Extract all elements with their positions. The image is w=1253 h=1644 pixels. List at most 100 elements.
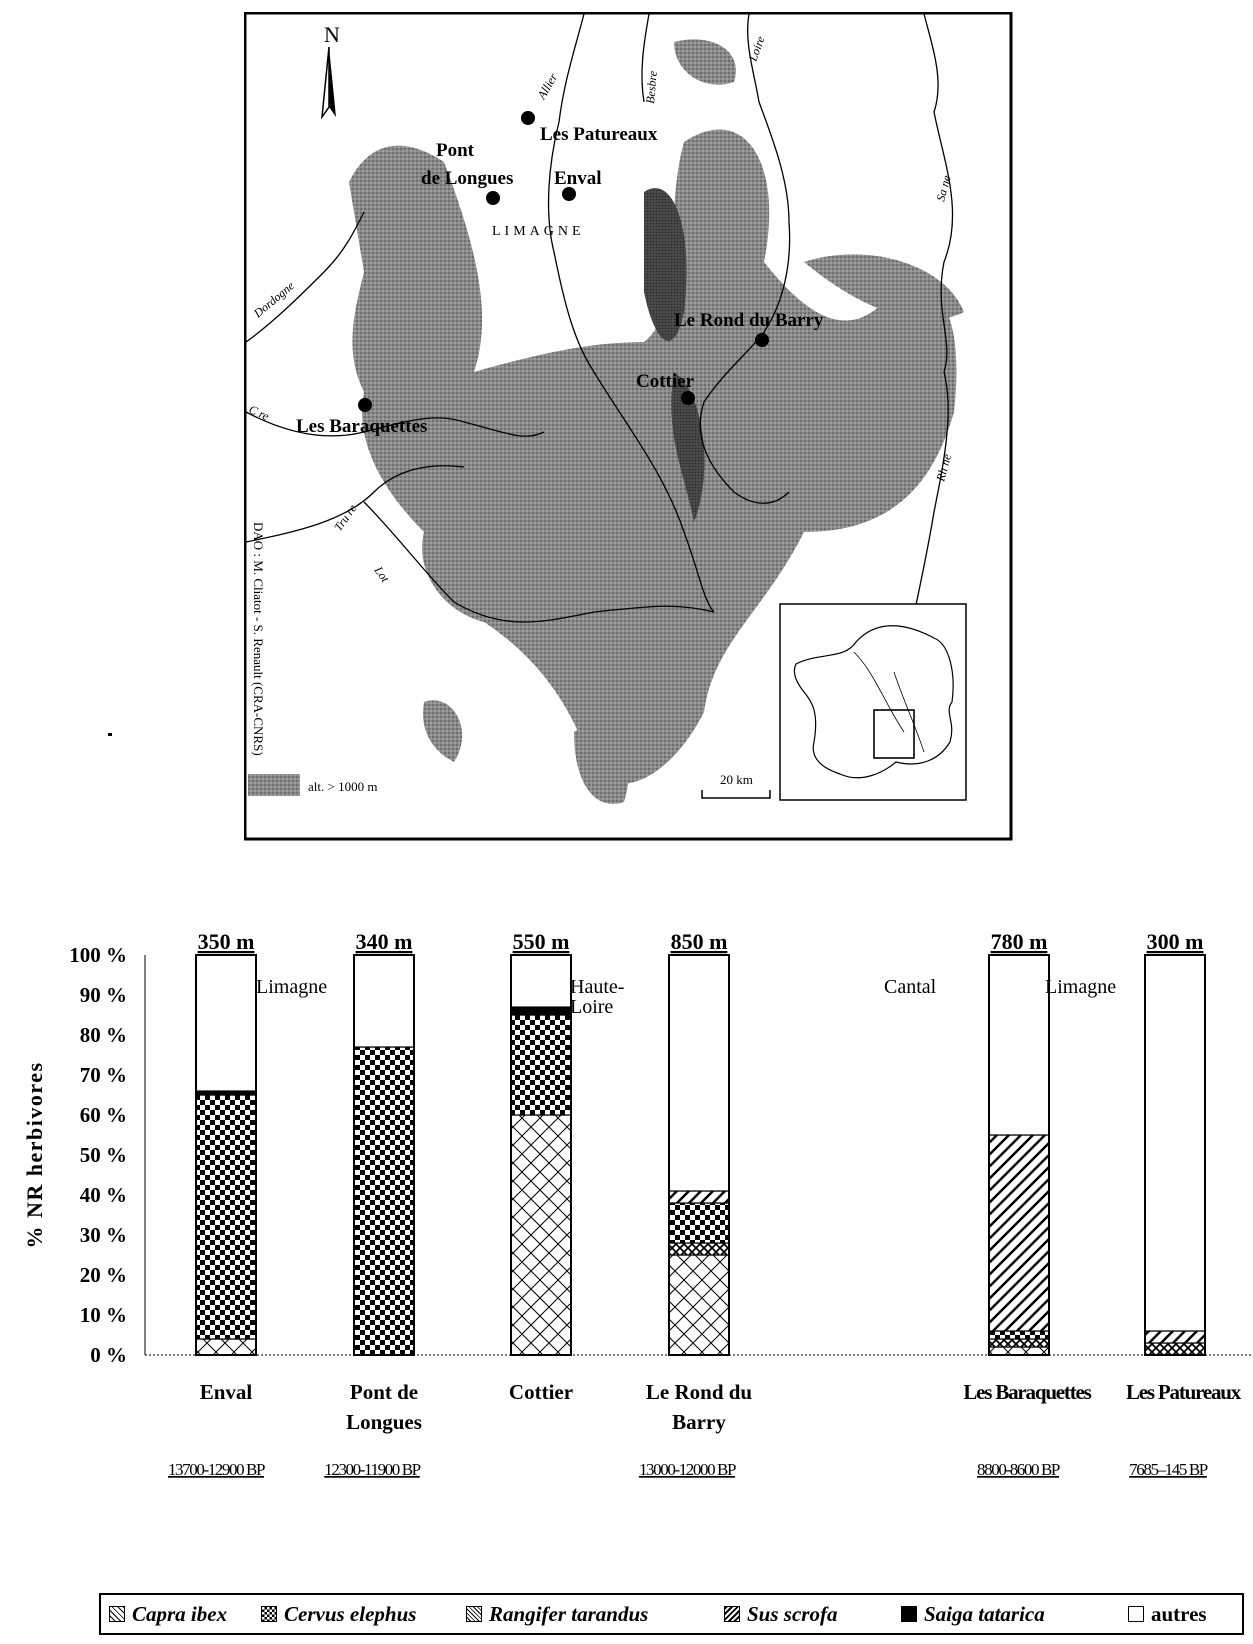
bar-segment-saiga-tatarica [510, 1006, 572, 1016]
river-cere [245, 411, 545, 437]
y-tick-label: 10 % [80, 1303, 127, 1327]
bar-segment-cervus-elephus [195, 1094, 257, 1340]
legend-label: Saiga tatarica [924, 1601, 1045, 1626]
category-label: Le Rond du [646, 1380, 753, 1404]
river-besbre [641, 13, 650, 103]
category-label: Barry [672, 1410, 726, 1434]
bar-outline [510, 954, 572, 1356]
river-saone [923, 13, 954, 373]
category-label: Enval [200, 1380, 253, 1404]
site-label-cottier: Cottier [636, 371, 695, 392]
legend-label: autres [1151, 1601, 1207, 1626]
bar-segment-autres [988, 954, 1050, 1136]
bar-segment-rangifer-tarandus [668, 1242, 730, 1256]
region-label: Cantal [884, 976, 937, 998]
site-label-pont-1: Pont [436, 140, 475, 161]
altitude-label: 850 m [671, 929, 728, 954]
altitude-label: 780 m [991, 929, 1048, 954]
legend-item-cervus-elephus: Cervus elephus [261, 1595, 416, 1633]
scale-bar: 20 km [701, 772, 771, 799]
site-label-patureaux: Les Patureaux [540, 124, 658, 145]
bar-segment-rangifer-tarandus [1144, 1342, 1206, 1356]
date-label: 13000-12000 BP [639, 1460, 736, 1479]
river-label-saone: Sa ne [933, 173, 954, 203]
legend-item-capra-ibex: Capra ibex [109, 1595, 227, 1633]
river-loire [699, 13, 791, 504]
site-label-rond-du-barry: Le Rond du Barry [674, 310, 824, 331]
legend-swatch [724, 1606, 740, 1622]
y-tick-label: 40 % [80, 1183, 127, 1207]
bar-outline [195, 954, 257, 1356]
legend-swatch [1128, 1606, 1144, 1622]
altitude-label: 300 m [1147, 929, 1204, 954]
legend-swatch [109, 1606, 125, 1622]
map-figure: N Les Patureaux Pont de Longues Enval LI… [244, 12, 1013, 841]
bar-segment-autres [668, 954, 730, 1192]
site-label-pont-2: de Longues [421, 168, 513, 189]
legend-label: Sus scrofa [747, 1601, 838, 1626]
y-axis-title: % NR herbivores [22, 1061, 47, 1248]
bar-segment-rangifer-tarandus [988, 1338, 1050, 1348]
y-tick-label: 90 % [80, 983, 127, 1007]
site-marker-patureaux [521, 111, 535, 125]
date-label: 12300-11900 BP [324, 1460, 420, 1479]
bar-segment-sus-scrofa [988, 1134, 1050, 1332]
site-marker-cottier [681, 391, 695, 405]
river-allier [547, 13, 715, 613]
site-markers: Les Patureaux Pont de Longues Enval LIMA… [296, 111, 824, 437]
bar-segment-cervus-elephus [353, 1046, 415, 1356]
bar-segment-autres [1144, 954, 1206, 1332]
legend-label: Cervus elephus [284, 1601, 417, 1626]
bar-outline [1144, 954, 1206, 1356]
bar-segment-cervus-elephus [510, 1014, 572, 1116]
region-label: Loire [570, 996, 613, 1018]
map-credit: DAO : M. Cliatot - S. Renault (CRA-CNRS) [251, 522, 266, 756]
date-label: 13700-12900 BP [168, 1460, 265, 1479]
y-tick-label: 20 % [80, 1263, 127, 1287]
north-label: N [324, 22, 340, 47]
y-tick-label: 70 % [80, 1063, 127, 1087]
legend-swatch [901, 1606, 917, 1622]
legend-item-saiga-tatarica: Saiga tatarica [901, 1595, 1045, 1633]
category-label: Les Baraquettes [963, 1380, 1091, 1404]
y-tick-label: 80 % [80, 1023, 127, 1047]
bar-segment-cervus-elephus [668, 1202, 730, 1244]
category-label: Les Patureaux [1126, 1380, 1242, 1404]
chart-legend: Capra ibex Cervus elephus Rangifer tarandu… [99, 1593, 1244, 1635]
site-label-baraquettes: Les Baraquettes [296, 416, 427, 437]
inset-highlight-box [873, 709, 915, 759]
bar-segment-capra-ibex [988, 1346, 1050, 1356]
river-lot [363, 501, 715, 623]
legend-label: Rangifer tarandus [489, 1601, 649, 1626]
y-tick-label: 60 % [80, 1103, 127, 1127]
bar-outline [353, 954, 415, 1356]
legend-swatch [261, 1606, 277, 1622]
altitude-label: 550 m [513, 929, 570, 954]
category-label: Longues [346, 1410, 422, 1434]
y-tick-label: 50 % [80, 1143, 127, 1167]
inset-map-france [779, 603, 967, 801]
region-label-limagne: LIMAGNE [492, 224, 585, 239]
bar-outline [668, 954, 730, 1356]
river-label-besbre: Besbre [643, 70, 660, 105]
stacked-bar-chart: 0 %10 %20 %30 %40 %50 %60 %70 %80 %90 %1… [22, 929, 1253, 1479]
bar-segment-autres [510, 954, 572, 1008]
site-marker-pont-de-longues [486, 191, 500, 205]
bar-segment-autres [353, 954, 415, 1048]
y-tick-label: 100 % [69, 943, 127, 967]
y-tick-label: 0 % [90, 1343, 127, 1367]
legend-label: Capra ibex [132, 1601, 228, 1626]
river-dordogne [245, 211, 365, 343]
bar-segment-capra-ibex [668, 1254, 730, 1356]
bar-segment-capra-ibex [510, 1114, 572, 1356]
bar-segment-autres [195, 954, 257, 1092]
bar-segment-cervus-elephus [988, 1330, 1050, 1340]
bar-segment-sus-scrofa [1144, 1330, 1206, 1344]
stray-mark [108, 733, 112, 736]
site-marker-baraquettes [358, 398, 372, 412]
bar-segment-sus-scrofa [668, 1190, 730, 1204]
region-label: Limagne [1045, 976, 1116, 998]
category-label: Cottier [509, 1380, 573, 1404]
legend-item-rangifer-tarandus: Rangifer tarandus [466, 1595, 648, 1633]
region-label: Haute- [570, 976, 624, 998]
